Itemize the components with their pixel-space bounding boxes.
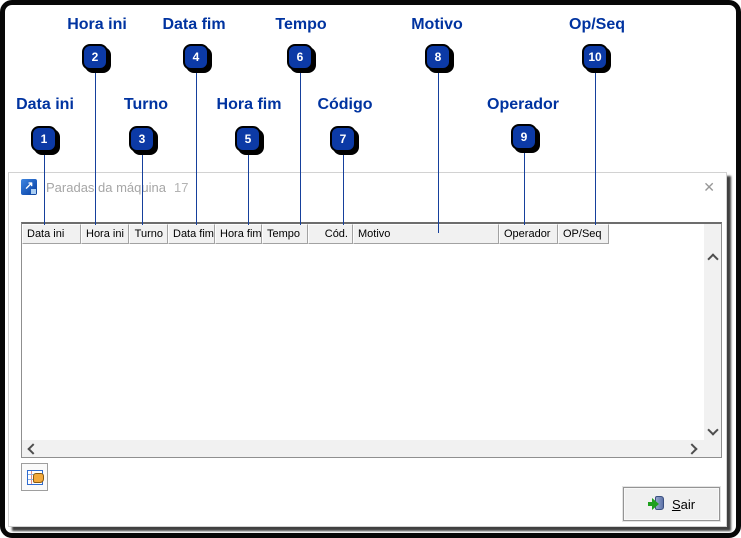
callout-label-operador: Operador <box>486 96 560 113</box>
callout-badge-3: 3 <box>129 126 155 152</box>
callout-badge-4: 4 <box>183 44 209 70</box>
callout-label-hora-fim: Hora fim <box>216 96 282 113</box>
app-window: ↗ Paradas da máquina 17 ✕ Data ini Hora … <box>8 172 727 527</box>
exit-button-label: Sair <box>671 496 696 512</box>
scroll-left-icon[interactable] <box>27 443 39 455</box>
data-grid[interactable]: Data ini Hora ini Turno Data fim Hora fi… <box>21 222 722 458</box>
grid-header-row: Data ini Hora ini Turno Data fim Hora fi… <box>22 224 609 244</box>
callout-badge-6: 6 <box>287 44 313 70</box>
callout-label-tempo: Tempo <box>275 16 327 33</box>
callout-badge-5: 5 <box>235 126 261 152</box>
callout-label-hora-ini: Hora ini <box>67 16 127 33</box>
column-header-operador[interactable]: Operador <box>499 224 558 244</box>
callout-label-op-seq: Op/Seq <box>568 16 626 33</box>
arrow-stem <box>647 502 654 506</box>
window-title-extra: 17 <box>174 180 189 195</box>
callout-badge-7: 7 <box>330 126 356 152</box>
callout-label-data-fim: Data fim <box>162 16 226 33</box>
scroll-right-icon[interactable] <box>686 443 698 455</box>
column-header-data-ini[interactable]: Data ini <box>22 224 81 244</box>
callout-badge-9: 9 <box>511 124 537 150</box>
scroll-down-icon[interactable] <box>707 424 719 436</box>
column-header-data-fim[interactable]: Data fim <box>168 224 215 244</box>
exit-button[interactable]: Sair <box>623 487 720 521</box>
callout-badge-1: 1 <box>31 126 57 152</box>
column-header-turno[interactable]: Turno <box>129 224 168 244</box>
callout-badge-10: 10 <box>582 44 608 70</box>
callout-badge-8: 8 <box>425 44 451 70</box>
table-hand-icon <box>26 469 44 485</box>
close-icon[interactable]: ✕ <box>703 179 715 195</box>
titlebar[interactable]: ↗ Paradas da máquina 17 ✕ <box>9 173 726 201</box>
window-title: Paradas da máquina <box>46 180 166 195</box>
callout-label-codigo: Código <box>317 96 373 113</box>
horizontal-scrollbar[interactable] <box>22 440 704 457</box>
callout-label-data-ini: Data ini <box>16 96 74 113</box>
callout-label-motivo: Motivo <box>411 16 463 33</box>
column-header-hora-fim[interactable]: Hora fim <box>215 224 262 244</box>
callout-label-turno: Turno <box>123 96 169 113</box>
exit-door-icon <box>647 496 665 512</box>
app-icon: ↗ <box>21 179 37 195</box>
column-header-hora-ini[interactable]: Hora ini <box>81 224 129 244</box>
vertical-scrollbar[interactable] <box>704 224 721 440</box>
column-header-tempo[interactable]: Tempo <box>262 224 308 244</box>
column-header-op-seq[interactable]: OP/Seq <box>558 224 609 244</box>
browse-button[interactable] <box>21 463 48 491</box>
column-header-motivo[interactable]: Motivo <box>353 224 499 244</box>
arrow-head <box>651 498 659 510</box>
scrollbar-corner <box>704 440 721 457</box>
column-header-cod[interactable]: Cód. <box>308 224 353 244</box>
callout-badge-2: 2 <box>82 44 108 70</box>
scroll-up-icon[interactable] <box>707 253 719 265</box>
